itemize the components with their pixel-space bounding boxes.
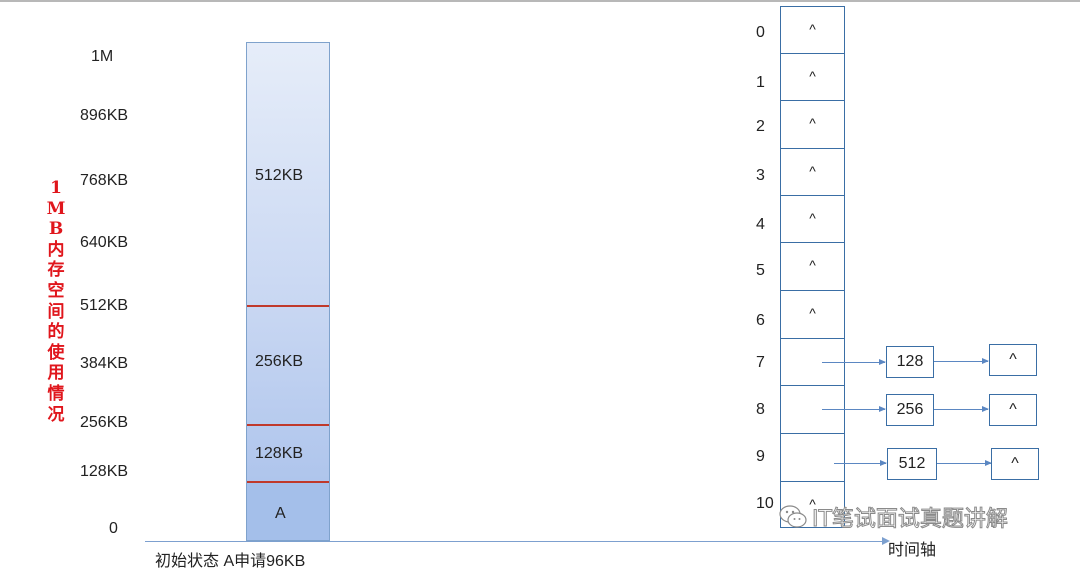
y-tick-640kb: 640KB bbox=[80, 234, 129, 251]
y-tick-768kb: 768KB bbox=[80, 172, 129, 189]
memory-bar: 512KB 256KB 128KB A bbox=[246, 42, 330, 541]
free-list-cell bbox=[780, 433, 845, 482]
segment-a-label: A bbox=[275, 505, 286, 522]
segment-256kb: 256KB bbox=[247, 307, 329, 424]
segment-divider bbox=[247, 424, 329, 426]
time-axis-label: 时间轴 bbox=[888, 542, 937, 559]
segment-128kb: 128KB bbox=[247, 426, 329, 481]
y-tick-0: 0 bbox=[109, 520, 118, 537]
y-tick-896kb: 896KB bbox=[80, 107, 129, 124]
null-pointer-caret: ^ bbox=[809, 496, 816, 512]
y-tick-256kb: 256KB bbox=[80, 414, 129, 431]
memory-usage-title: 1MB内存空间的使用情况 bbox=[46, 178, 66, 425]
free-list-cell: ^ bbox=[780, 53, 845, 101]
null-node: ^ bbox=[989, 394, 1037, 426]
pointer-arrow bbox=[937, 460, 992, 466]
index-label: 1 bbox=[756, 74, 765, 91]
pointer-arrow bbox=[822, 359, 886, 365]
segment-512kb: 512KB bbox=[247, 43, 329, 305]
free-list-cell: ^ bbox=[780, 6, 845, 54]
null-node: ^ bbox=[989, 344, 1037, 376]
index-label: 7 bbox=[756, 354, 765, 371]
index-label: 0 bbox=[756, 24, 765, 41]
free-list-cell: ^ bbox=[780, 242, 845, 291]
null-pointer-caret: ^ bbox=[809, 68, 816, 84]
index-label: 6 bbox=[756, 312, 765, 329]
pointer-arrow bbox=[934, 406, 989, 412]
index-label: 5 bbox=[756, 262, 765, 279]
wechat-icon bbox=[779, 505, 807, 528]
block-node-512: 512 bbox=[887, 448, 937, 480]
pointer-arrow bbox=[822, 406, 886, 412]
watermark-text: IT笔试面试真题讲解 bbox=[812, 507, 1009, 533]
segment-128kb-label: 128KB bbox=[255, 445, 304, 462]
null-pointer-caret: ^ bbox=[809, 305, 816, 321]
null-pointer-caret: ^ bbox=[809, 163, 816, 179]
pointer-arrow bbox=[834, 460, 887, 466]
null-pointer-caret: ^ bbox=[809, 115, 816, 131]
index-label: 3 bbox=[756, 167, 765, 184]
segment-512kb-label: 512KB bbox=[255, 167, 304, 184]
segment-a: A bbox=[247, 483, 329, 540]
free-list-cell: ^ bbox=[780, 148, 845, 196]
y-tick-512kb: 512KB bbox=[80, 297, 129, 314]
index-label: 4 bbox=[756, 216, 765, 233]
time-step-label: 初始状态 A申请96KB bbox=[155, 553, 306, 570]
free-list-cell: ^ bbox=[780, 100, 845, 149]
null-pointer-caret: ^ bbox=[809, 210, 816, 226]
null-pointer-caret: ^ bbox=[809, 21, 816, 37]
index-label: 9 bbox=[756, 448, 765, 465]
time-axis-arrowhead bbox=[882, 537, 890, 545]
segment-256kb-label: 256KB bbox=[255, 353, 304, 370]
segment-divider bbox=[247, 481, 329, 483]
segment-divider bbox=[247, 305, 329, 307]
watermark: IT笔试面试真题讲解 bbox=[778, 502, 1009, 533]
y-tick-1m: 1M bbox=[91, 48, 114, 65]
null-node: ^ bbox=[991, 448, 1039, 480]
index-label: 8 bbox=[756, 401, 765, 418]
pointer-arrow bbox=[934, 358, 989, 364]
time-axis-line bbox=[145, 541, 885, 542]
y-tick-128kb: 128KB bbox=[80, 463, 129, 480]
block-node-256: 256 bbox=[886, 394, 934, 426]
free-list-cell: ^ bbox=[780, 195, 845, 243]
index-label: 2 bbox=[756, 118, 765, 135]
block-node-128: 128 bbox=[886, 346, 934, 378]
y-tick-384kb: 384KB bbox=[80, 355, 129, 372]
index-label: 10 bbox=[756, 495, 774, 512]
top-rule bbox=[0, 0, 1080, 2]
free-list-cell: ^ bbox=[780, 290, 845, 339]
null-pointer-caret: ^ bbox=[809, 257, 816, 273]
free-list-cell: ^ bbox=[780, 481, 845, 528]
